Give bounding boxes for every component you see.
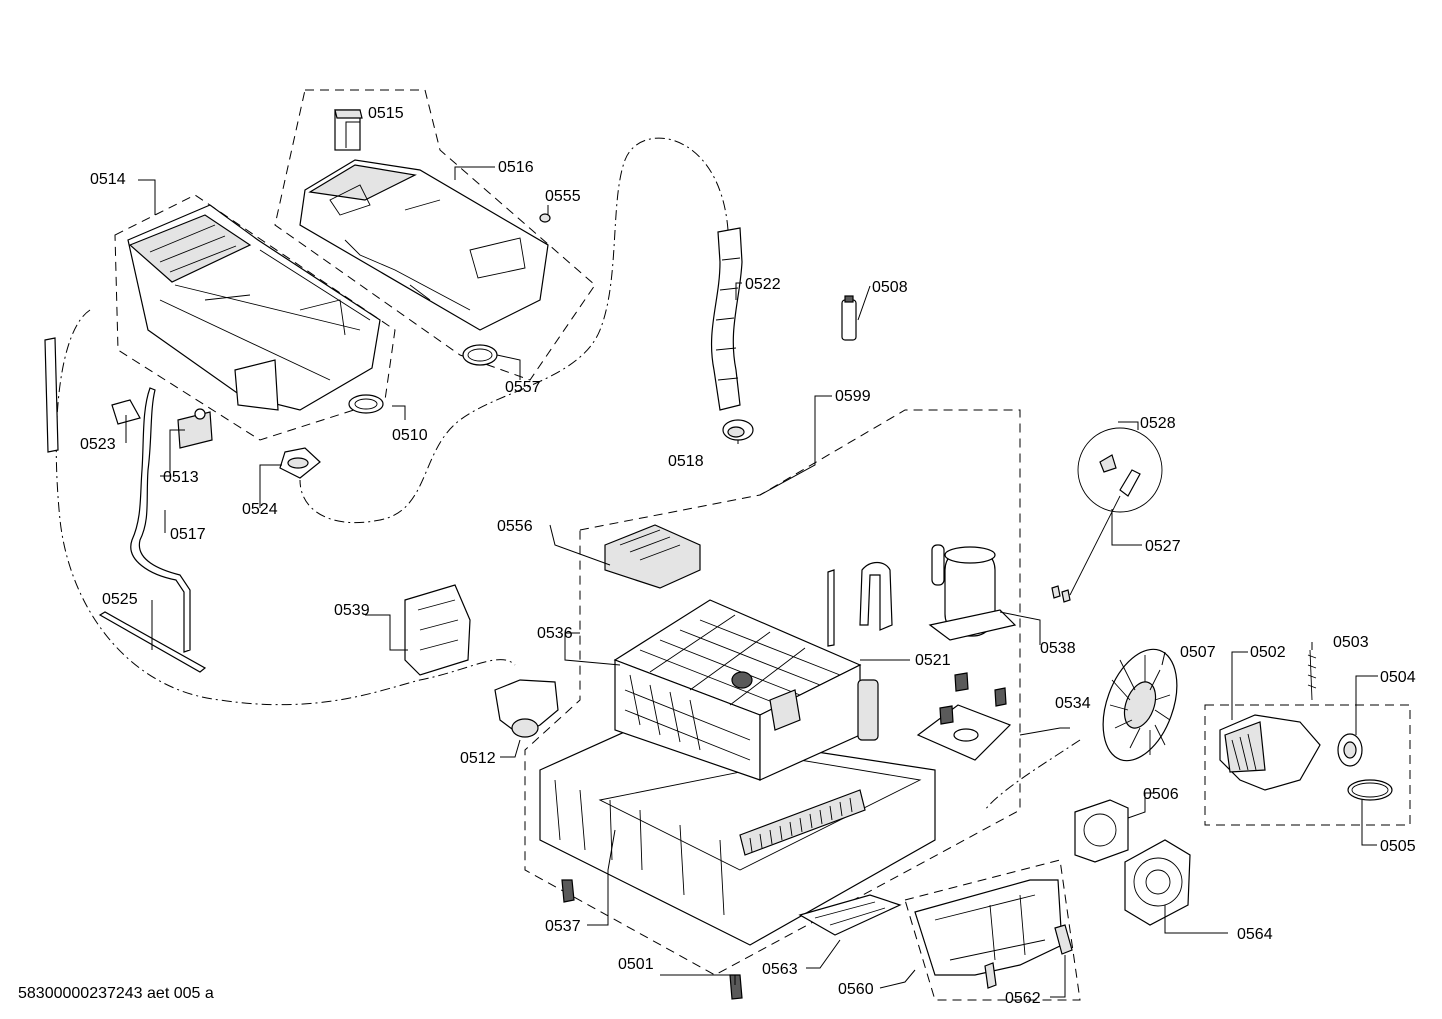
part-labels: 0515 0516 0555 0557 0514 0510 0523 0513 …: [80, 105, 1416, 1007]
part-0510-ring: [348, 394, 384, 414]
part-0556-module: [604, 524, 701, 589]
label-0512: 0512: [460, 750, 496, 767]
part-0523-bracket: [111, 399, 141, 425]
upper-middle-parts: [711, 227, 857, 441]
label-0510: 0510: [392, 427, 428, 444]
detail-circle: [1077, 427, 1163, 513]
label-0513: 0513: [163, 469, 199, 486]
part-0501-foot: [729, 974, 743, 1000]
label-0564: 0564: [1237, 926, 1273, 943]
part-0517-hose: [130, 387, 191, 653]
label-0515: 0515: [368, 105, 404, 122]
label-0504: 0504: [1380, 669, 1416, 686]
part-0528-clip: [1099, 454, 1117, 473]
part-0506-fan-small: [1074, 799, 1129, 863]
drawing-id: 58300000237243 aet 005 a: [18, 985, 214, 1002]
label-0505: 0505: [1380, 838, 1416, 855]
label-0501: 0501: [618, 956, 654, 973]
label-0557: 0557: [505, 379, 541, 396]
label-0514: 0514: [90, 171, 126, 188]
label-0537: 0537: [545, 918, 581, 935]
part-0512-pump: [494, 679, 559, 736]
part-0508-capacitor: [841, 299, 857, 341]
group-outline-0502: [1204, 704, 1411, 826]
label-0527: 0527: [1145, 538, 1181, 555]
label-0536: 0536: [537, 625, 573, 642]
label-0525: 0525: [102, 591, 138, 608]
part-0521-pipe: [859, 561, 893, 631]
label-0560: 0560: [838, 981, 874, 998]
label-0516: 0516: [498, 159, 534, 176]
label-0522: 0522: [745, 276, 781, 293]
fan-motor-assembly: [1074, 648, 1393, 926]
base-assembly: [404, 524, 936, 1000]
detergent-drawer-housing: [127, 204, 381, 411]
label-0534: 0534: [1055, 695, 1091, 712]
label-0507: 0507: [1180, 644, 1216, 661]
compressor-assembly: [916, 544, 1017, 761]
label-0508: 0508: [872, 279, 908, 296]
group-outline-0599: [524, 409, 1021, 976]
part-0539-plate: [404, 584, 471, 676]
label-0599: 0599: [835, 388, 871, 405]
label-0538: 0538: [1040, 640, 1076, 657]
label-0555: 0555: [545, 188, 581, 205]
part-0564-fan-housing: [1124, 839, 1191, 926]
part-0527-sensor: [1119, 469, 1141, 497]
label-0523: 0523: [80, 436, 116, 453]
group-outline-0560: [904, 859, 1081, 1001]
part-seal-strip: [44, 337, 59, 453]
part-0505-belt: [1347, 779, 1393, 801]
label-0517: 0517: [170, 526, 206, 543]
label-0521: 0521: [915, 652, 951, 669]
label-0524: 0524: [242, 501, 278, 518]
part-0563-cover: [798, 894, 902, 936]
label-0528: 0528: [1140, 415, 1176, 432]
part-0537-foot: [561, 879, 575, 903]
label-0502: 0502: [1250, 644, 1286, 661]
part-0555-cap: [539, 213, 551, 223]
part-0560-housing: [914, 879, 1063, 976]
leader-lines: [125, 121, 1378, 998]
part-0562-clip: [1054, 924, 1073, 955]
control-housing: [914, 879, 1073, 989]
label-0563: 0563: [762, 961, 798, 978]
label-0539: 0539: [334, 602, 370, 619]
label-0506: 0506: [1143, 786, 1179, 803]
label-0503: 0503: [1333, 634, 1369, 651]
label-0556: 0556: [497, 518, 533, 535]
hose-path-0522: [299, 137, 729, 524]
label-0518: 0518: [668, 453, 704, 470]
label-0562: 0562: [1005, 990, 1041, 1007]
drawer-front-assembly: [299, 109, 551, 414]
group-outline-0516: [274, 89, 596, 381]
sensor-detail: [1051, 427, 1163, 603]
part-0503-spring: [1307, 649, 1317, 701]
hose-path-0534: [984, 739, 1081, 811]
